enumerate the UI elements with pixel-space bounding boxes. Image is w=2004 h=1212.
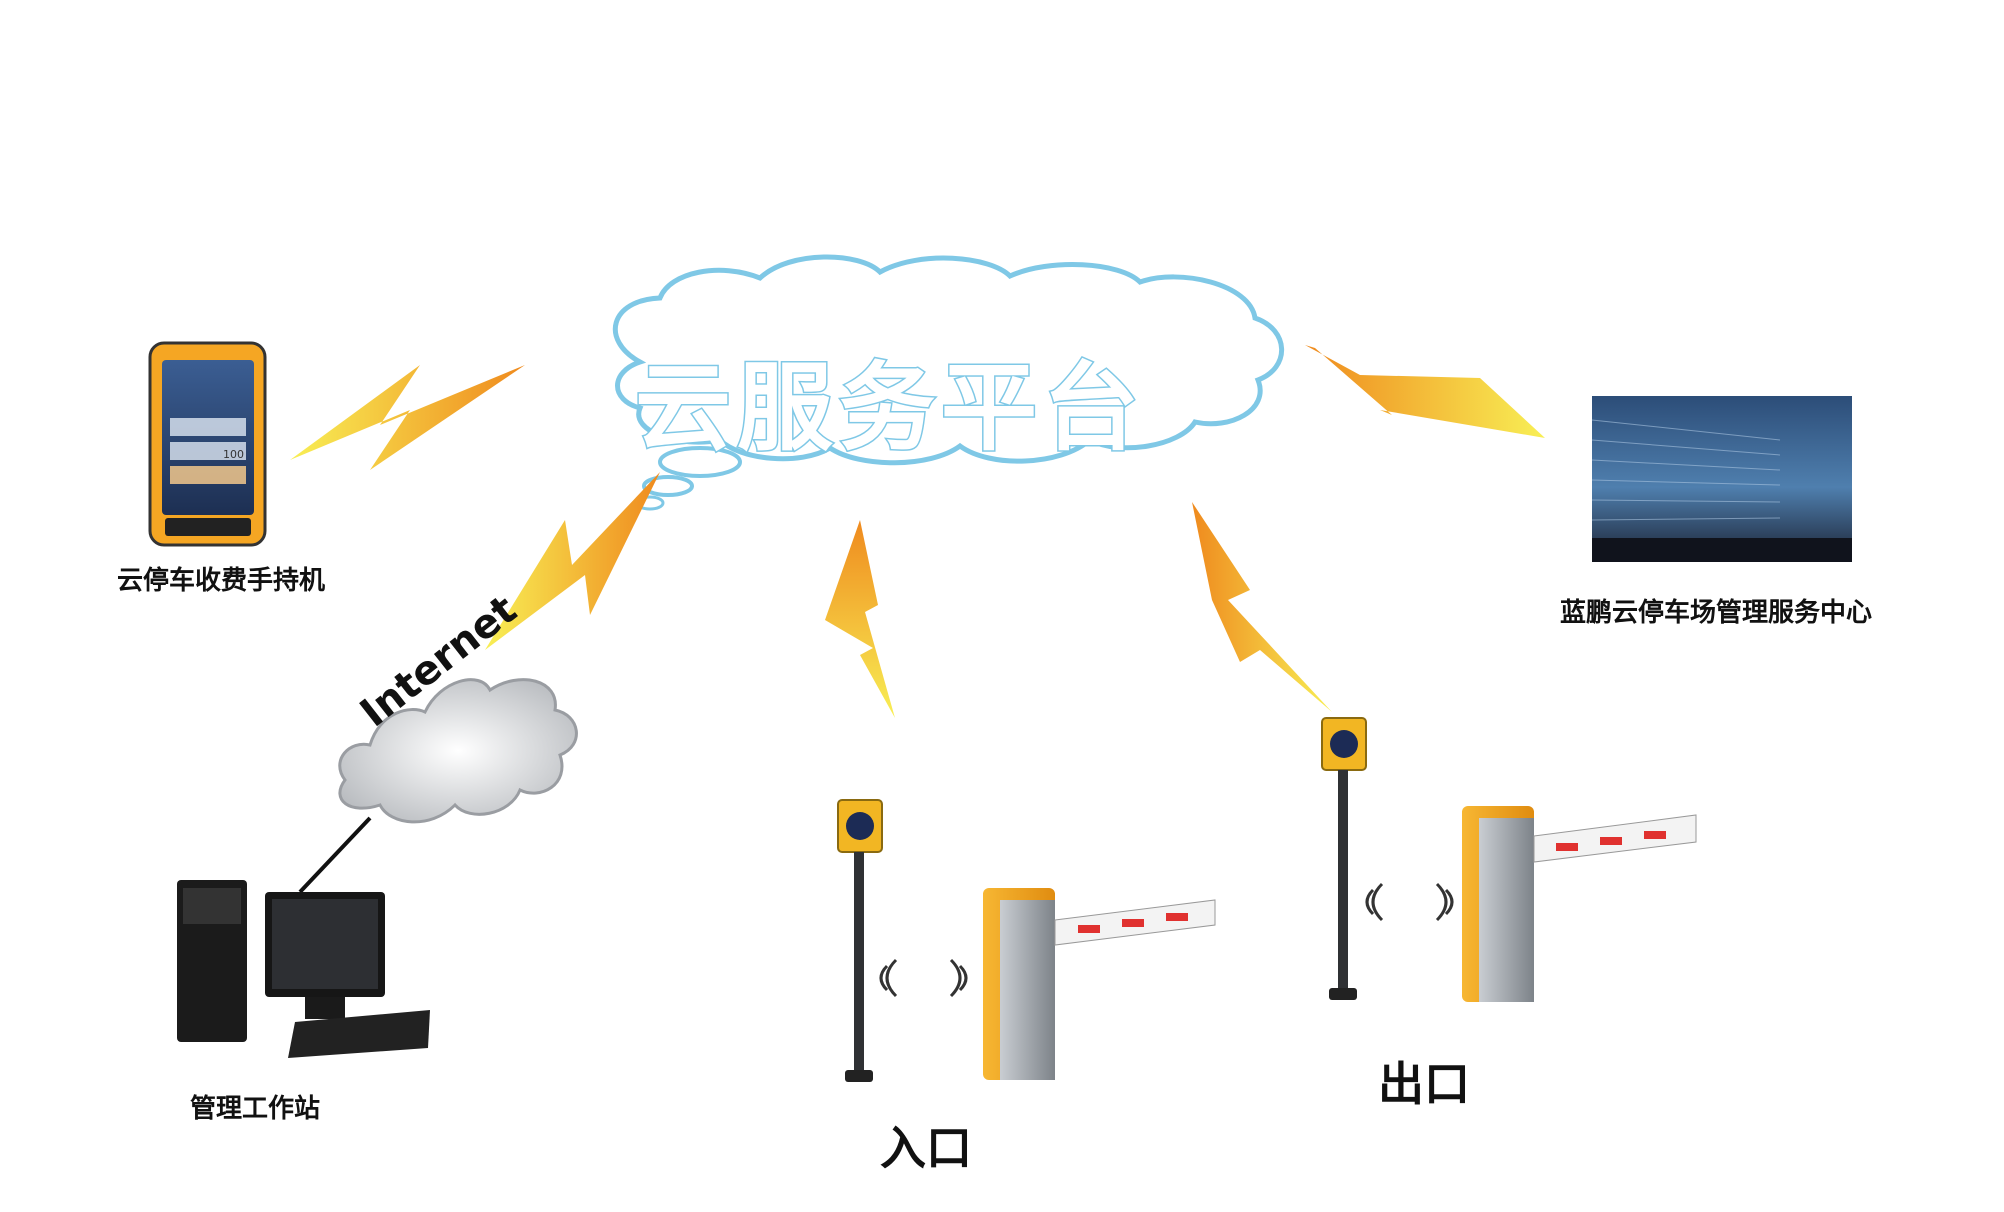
bolt-exit-icon bbox=[1192, 502, 1332, 712]
service-center-building bbox=[1591, 396, 1852, 562]
entrance-label: 入口 bbox=[880, 1121, 972, 1175]
exit-label: 出口 bbox=[1378, 1057, 1470, 1111]
exit-equipment bbox=[1321, 717, 1697, 1002]
handheld-terminal: 100 bbox=[148, 341, 267, 547]
workstation-computer bbox=[177, 880, 430, 1058]
cloud-service-platform bbox=[612, 254, 1285, 511]
bolt-internet-icon bbox=[485, 472, 660, 650]
workstation-label: 管理工作站 bbox=[190, 1094, 321, 1124]
bolt-handheld-icon bbox=[290, 365, 525, 470]
bolt-service-center-icon bbox=[1305, 345, 1545, 438]
cloud-title: 云服务平台 bbox=[634, 351, 1145, 466]
bolt-entrance-icon bbox=[825, 520, 895, 718]
wireless-link-bolts bbox=[290, 345, 1545, 718]
service-center-label: 蓝鹏云停车场管理服务中心 bbox=[1560, 598, 1873, 628]
internet-cloud bbox=[298, 678, 578, 894]
handheld-screen-value: 100 bbox=[223, 448, 244, 461]
handheld-label: 云停车收费手持机 bbox=[117, 566, 326, 596]
entrance-equipment bbox=[837, 799, 1216, 1082]
